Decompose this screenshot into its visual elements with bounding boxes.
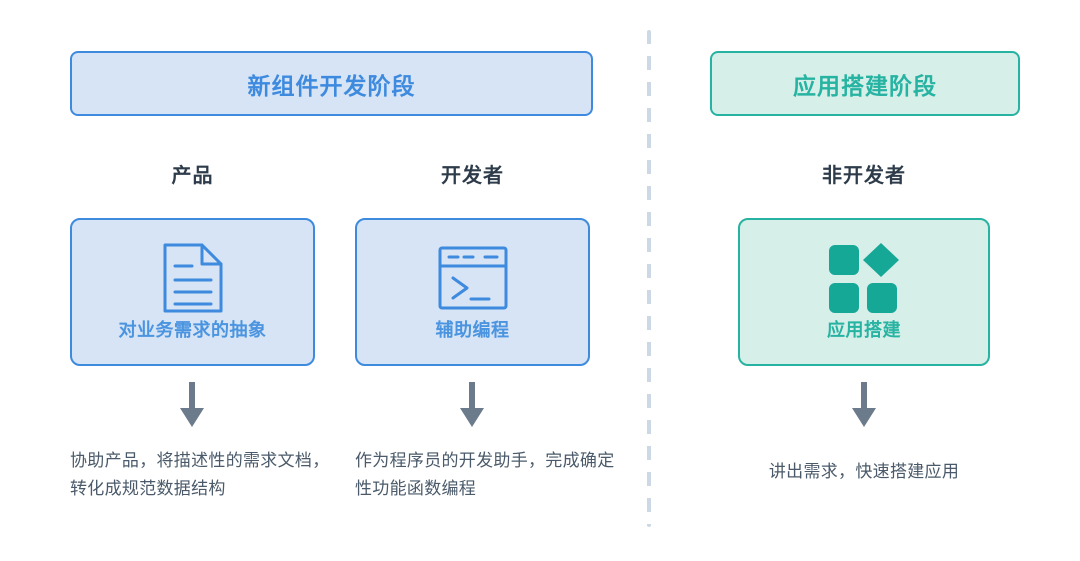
card-requirement-abstraction[interactable]: 对业务需求的抽象 (70, 218, 315, 366)
role-label-non-developer: 非开发者 (822, 165, 906, 187)
card-app-building[interactable]: 应用搭建 (738, 218, 990, 366)
card-assisted-programming[interactable]: 辅助编程 (355, 218, 590, 366)
apps-grid-icon (827, 242, 901, 314)
card-label-app-building: 应用搭建 (827, 320, 901, 340)
caption-app-building: 讲出需求，快速搭建应用 (768, 462, 960, 481)
card-label-assisted-programming: 辅助编程 (435, 320, 510, 340)
left-section-banner: 新组件开发阶段 (70, 51, 593, 116)
down-arrow-icon (848, 382, 880, 428)
caption-requirement-abstraction: 协助产品，将描述性的需求文档，转化成规范数据结构 (70, 451, 330, 498)
caption-assisted-programming: 作为程序员的开发助手，完成确定性功能函数编程 (355, 451, 615, 498)
document-icon (162, 242, 224, 314)
down-arrow-icon (176, 382, 208, 428)
role-label-developer: 开发者 (441, 165, 504, 187)
right-section-banner: 应用搭建阶段 (710, 51, 1020, 116)
terminal-icon (437, 242, 509, 314)
role-label-product: 产品 (171, 165, 214, 187)
section-divider (647, 30, 651, 527)
card-label-requirement-abstraction: 对业务需求的抽象 (118, 320, 267, 340)
down-arrow-icon (456, 382, 488, 428)
